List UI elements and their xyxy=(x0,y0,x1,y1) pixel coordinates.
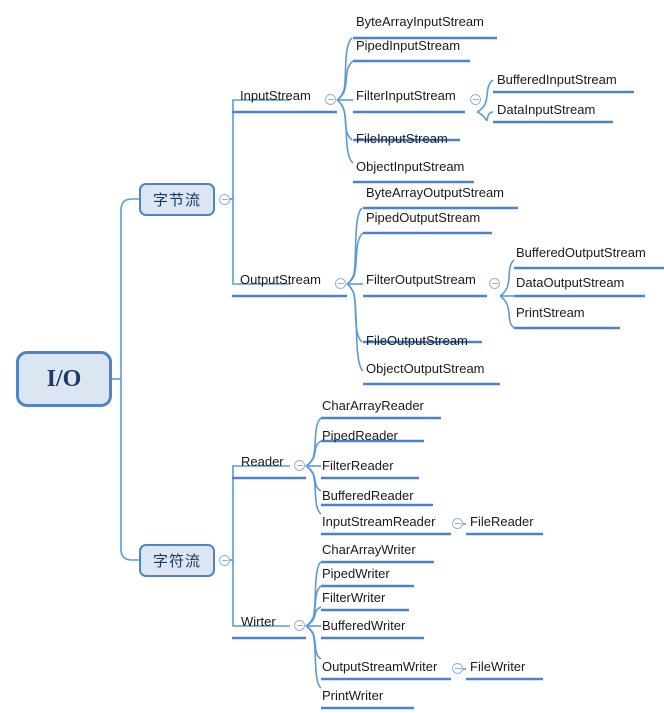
node-inputstreamreader[interactable]: InputStreamReader xyxy=(322,514,436,529)
node-pipedinputstream[interactable]: PipedInputStream xyxy=(356,38,461,53)
root-node-label: I/O xyxy=(46,365,82,392)
node-dataoutputstream[interactable]: DataOutputStream xyxy=(516,275,625,290)
minus-circle-icon[interactable] xyxy=(219,194,230,205)
node-reader[interactable]: Reader xyxy=(241,454,284,469)
node-outputstreamwriter[interactable]: OutputStreamWriter xyxy=(322,659,438,674)
minus-circle-icon[interactable] xyxy=(470,94,481,105)
node-chararraywriter[interactable]: CharArrayWriter xyxy=(322,542,416,557)
minus-circle-icon[interactable] xyxy=(294,620,305,631)
node-fileoutputstream[interactable]: FileOutputStream xyxy=(366,333,468,348)
node-fileinputstream[interactable]: FileInputStream xyxy=(356,131,448,146)
node-printstream[interactable]: PrintStream xyxy=(516,305,585,320)
node-filereader[interactable]: FileReader xyxy=(470,514,534,529)
minus-circle-icon[interactable] xyxy=(489,278,500,289)
minus-circle-icon[interactable] xyxy=(325,94,336,105)
node-filterwriter[interactable]: FilterWriter xyxy=(322,590,386,605)
minus-circle-icon[interactable] xyxy=(335,278,346,289)
branch-node-byte-stream[interactable]: 字节流 xyxy=(139,183,215,216)
branch-node-char-stream[interactable]: 字符流 xyxy=(139,544,215,577)
node-filteroutputstream[interactable]: FilterOutputStream xyxy=(366,272,476,287)
node-bufferedwriter[interactable]: BufferedWriter xyxy=(322,618,406,633)
node-filterinputstream[interactable]: FilterInputStream xyxy=(356,88,456,103)
minus-circle-icon[interactable] xyxy=(452,518,463,529)
node-inputstream[interactable]: InputStream xyxy=(240,88,311,103)
node-bytearrayinputstream[interactable]: ByteArrayInputStream xyxy=(356,14,484,29)
node-objectinputstream[interactable]: ObjectInputStream xyxy=(356,159,465,174)
node-bufferedreader[interactable]: BufferedReader xyxy=(322,488,414,503)
node-printwriter[interactable]: PrintWriter xyxy=(322,688,384,703)
root-node-io[interactable]: I/O xyxy=(16,351,112,407)
branch-node-label: 字节流 xyxy=(152,191,201,209)
node-filterreader[interactable]: FilterReader xyxy=(322,458,394,473)
minus-circle-icon[interactable] xyxy=(219,555,230,566)
node-bytearrayoutputstream[interactable]: ByteArrayOutputStream xyxy=(366,185,504,200)
branch-node-label: 字符流 xyxy=(152,552,201,570)
node-bufferedinputstream[interactable]: BufferedInputStream xyxy=(497,72,617,87)
node-filewriter[interactable]: FileWriter xyxy=(470,659,526,674)
node-chararrayreader[interactable]: CharArrayReader xyxy=(322,398,424,413)
node-objectoutputstream[interactable]: ObjectOutputStream xyxy=(366,361,485,376)
minus-circle-icon[interactable] xyxy=(452,663,463,674)
node-outputstream[interactable]: OutputStream xyxy=(240,272,321,287)
node-bufferedoutputstream[interactable]: BufferedOutputStream xyxy=(516,245,646,260)
node-pipedoutputstream[interactable]: PipedOutputStream xyxy=(366,210,481,225)
node-pipedwriter[interactable]: PipedWriter xyxy=(322,566,390,581)
node-datainputstream[interactable]: DataInputStream xyxy=(497,102,596,117)
node-pipedreader[interactable]: PipedReader xyxy=(322,428,398,443)
node-wirter[interactable]: Wirter xyxy=(241,614,276,629)
minus-circle-icon[interactable] xyxy=(294,460,305,471)
